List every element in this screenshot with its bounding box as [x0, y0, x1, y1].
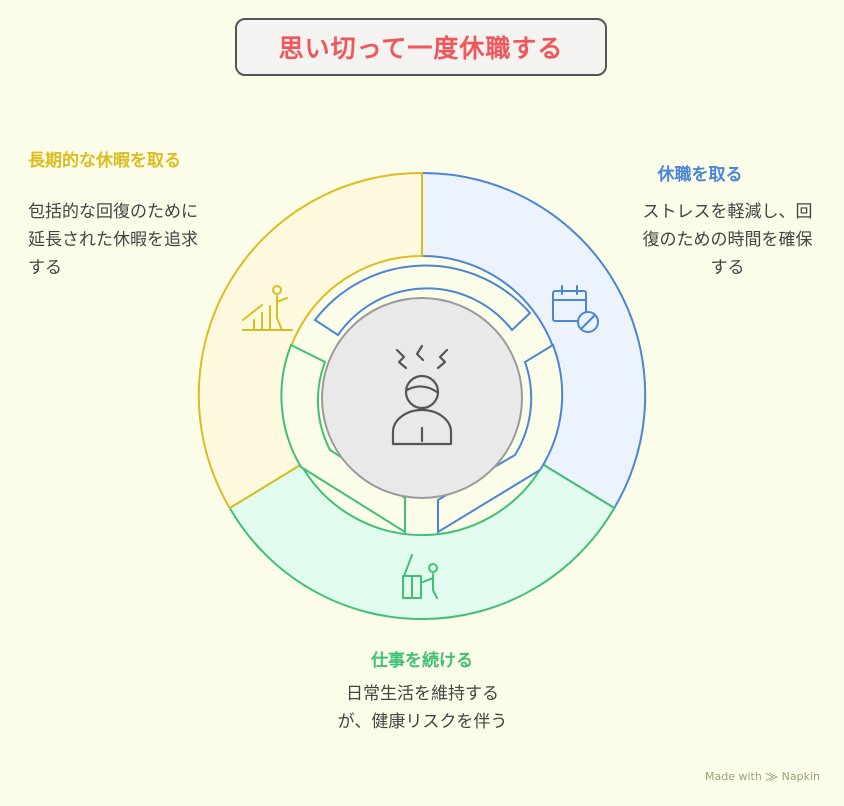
calendar-cancel-icon	[552, 285, 599, 333]
take-leave-heading: 休職を取る	[657, 165, 743, 185]
title-box: 思い切って一度休職する	[235, 18, 607, 76]
keep-working-description: 日常生活を維持するが、健康リスクを伴う	[337, 684, 508, 732]
segment-leave-outer	[421, 171, 647, 510]
page-title: 思い切って一度休職する	[278, 34, 564, 63]
take-leave-description: ストレスを軽減し、回復のための時間を確保する	[642, 202, 813, 278]
stressed-person-icon	[391, 344, 453, 446]
worker-at-desk-icon	[402, 554, 438, 599]
center-circle	[321, 297, 523, 499]
keep-working-heading: 仕事を続ける	[371, 651, 473, 671]
inner-ring-leave	[313, 264, 532, 337]
napkin-watermark[interactable]: Made with ⨠ Napkin	[705, 770, 821, 783]
long-leave-heading: 長期的な休暇を取る	[28, 151, 181, 171]
growth-chart-person-icon	[242, 285, 293, 331]
long-leave-description: 包括的な回復のために延長された休暇を追求する	[28, 202, 198, 278]
segment-work-outer	[228, 463, 616, 621]
